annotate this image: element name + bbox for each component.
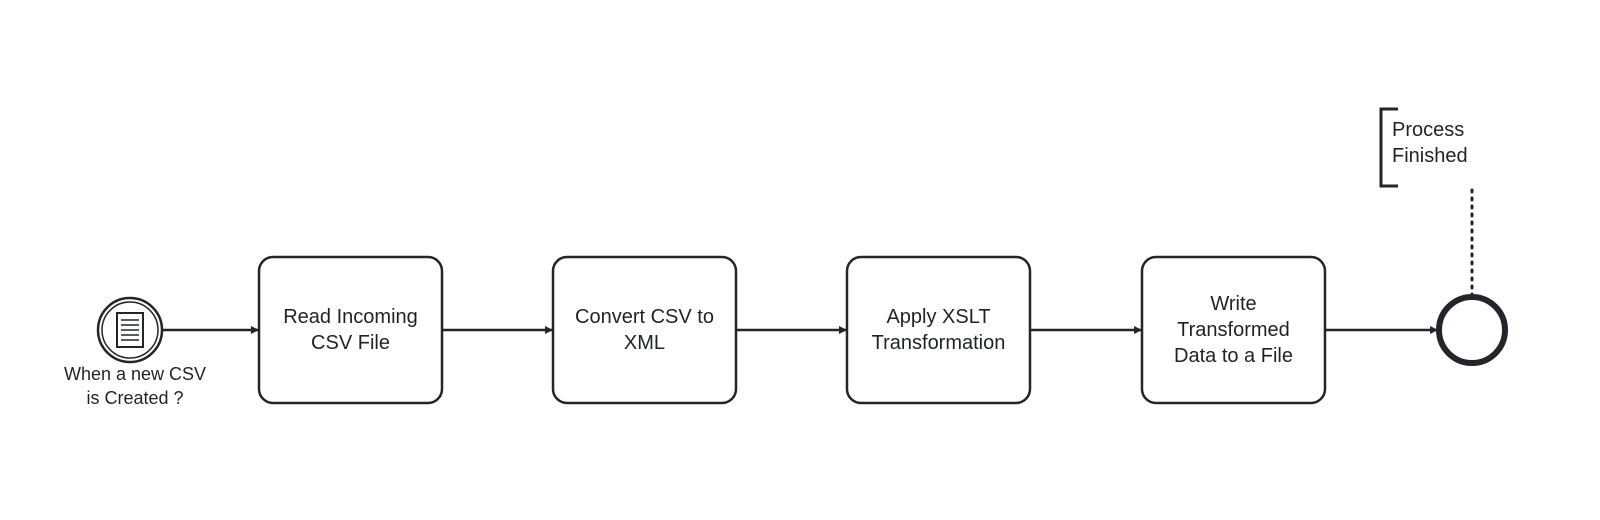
task-label: Read Incoming CSV File [283,306,418,354]
task-label: Apply XSLT Transformation [871,306,1006,354]
document-lines-icon [116,312,144,348]
annotation-bracket [1379,107,1398,188]
annotation-text: Process Finished [1392,119,1468,167]
start-event[interactable] [96,296,164,364]
task-read-csv-box: Read Incoming CSV File [259,257,442,403]
start-event-label: When a new CSV is Created ? [63,364,207,408]
task-label: Write Transformed Data to a File [1174,293,1293,367]
task-convert-box: Convert CSV to XML [553,257,736,403]
end-event[interactable] [1436,294,1508,366]
task-write-box: Write Transformed Data to a File [1142,257,1325,403]
task-label: Convert CSV to XML [575,306,714,354]
task-xslt-box: Apply XSLT Transformation [847,257,1030,403]
